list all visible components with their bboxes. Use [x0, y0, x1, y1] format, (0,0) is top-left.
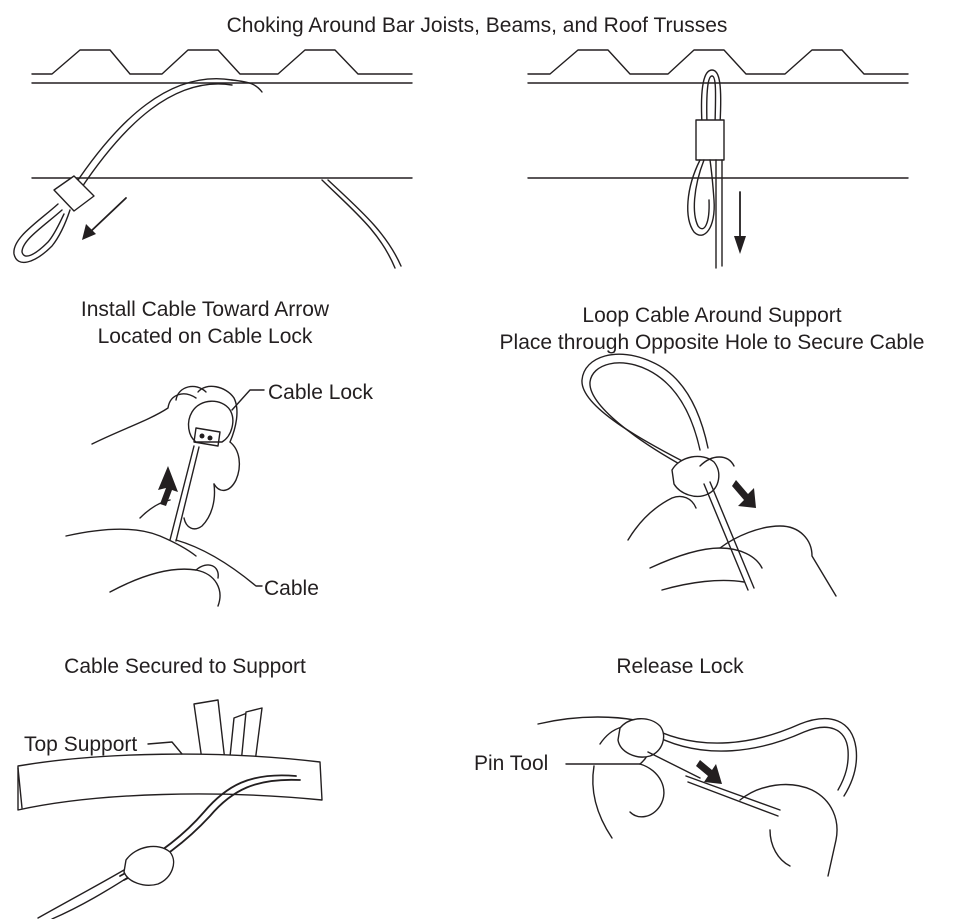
loop-hands-illustration [582, 354, 836, 596]
beam-choke-diagram-left [14, 50, 412, 268]
beam-loop-diagram-right [528, 50, 908, 268]
secured-support-illustration [18, 700, 322, 919]
release-lock-illustration [538, 717, 857, 876]
install-hands-illustration [66, 386, 264, 606]
